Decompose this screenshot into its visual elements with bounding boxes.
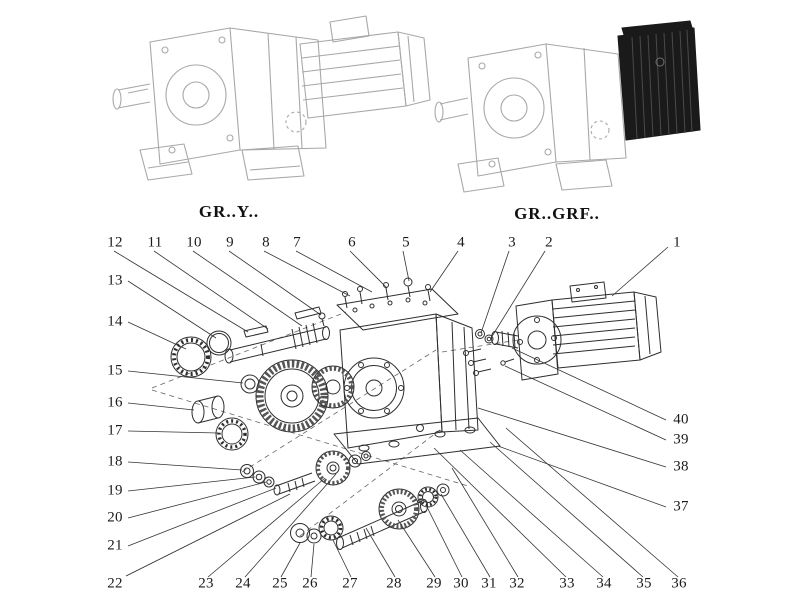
motor-mounting-hardware (463, 329, 515, 376)
callout-15: 15 (107, 362, 123, 379)
callout-19: 19 (107, 482, 123, 499)
callout-6: 6 (348, 234, 356, 251)
callout-33: 33 (559, 575, 575, 592)
callout-1: 1 (673, 234, 681, 251)
callout-8: 8 (262, 234, 270, 251)
callout-5: 5 (402, 234, 410, 251)
callout-4: 4 (457, 234, 465, 251)
callout-20: 20 (107, 509, 123, 526)
large-helical-gear (255, 359, 355, 433)
callout-21: 21 (107, 537, 123, 554)
callout-11: 11 (147, 234, 163, 251)
variant-label-gr-grf: GR..GRF.. (514, 204, 600, 223)
callout-34: 34 (596, 575, 612, 592)
callout-12: 12 (107, 234, 123, 251)
callout-14: 14 (107, 313, 123, 330)
left-bearing-seal-stack (170, 330, 260, 451)
callout-26: 26 (302, 575, 318, 592)
exploded-view-drawing (151, 277, 662, 550)
gearmotor-gr-grf-drawing (434, 20, 701, 193)
callout-31: 31 (481, 575, 497, 592)
housing-top-bolts (342, 277, 431, 309)
callout-36: 36 (671, 575, 687, 592)
variant-label-gr-y: GR..Y.. (198, 202, 260, 221)
callout-10: 10 (186, 234, 202, 251)
callout-39: 39 (673, 431, 689, 448)
callout-40: 40 (673, 411, 689, 428)
callout-9: 9 (226, 234, 234, 251)
callout-18: 18 (107, 453, 123, 470)
callout-24: 24 (235, 575, 251, 592)
input-shaft-cluster (290, 483, 450, 550)
callout-3: 3 (508, 234, 516, 251)
callout-25: 25 (272, 575, 288, 592)
leader-lines (113, 246, 679, 578)
callout-37: 37 (673, 498, 689, 515)
electric-motor (491, 281, 662, 381)
callout-16: 16 (107, 394, 123, 411)
gear-housing (333, 288, 501, 465)
callout-29: 29 (426, 575, 442, 592)
callout-17: 17 (107, 422, 123, 439)
callout-30: 30 (453, 575, 469, 592)
callout-35: 35 (636, 575, 652, 592)
callout-7: 7 (293, 234, 301, 251)
callout-38: 38 (673, 458, 689, 475)
callout-22: 22 (107, 575, 123, 592)
dark-finned-motor-block (617, 20, 701, 141)
callout-28: 28 (386, 575, 402, 592)
output-shaft-assembly (224, 306, 330, 364)
callout-27: 27 (342, 575, 358, 592)
intermediate-pinion-cluster (240, 450, 371, 496)
callout-32: 32 (509, 575, 525, 592)
gearmotor-gr-y-drawing (112, 15, 431, 181)
callout-2: 2 (545, 234, 553, 251)
callout-23: 23 (198, 575, 214, 592)
callout-13: 13 (107, 272, 123, 289)
